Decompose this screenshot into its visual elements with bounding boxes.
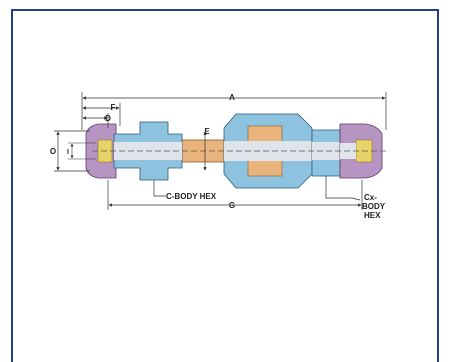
cx-body-hex-leader bbox=[325, 176, 361, 201]
dimension-e-label: E bbox=[204, 127, 210, 136]
c-body-hex-label: C-BODY HEX bbox=[166, 192, 217, 201]
cx-body-hex-label-3: HEX bbox=[364, 211, 381, 220]
dimension-a-label: A bbox=[229, 93, 235, 102]
dimension-g-label: G bbox=[229, 201, 235, 210]
c-body-hex-leader bbox=[153, 180, 166, 197]
cx-body-hex-label-2: BODY bbox=[362, 202, 386, 211]
dimension-d-label: D bbox=[105, 114, 111, 123]
dimension-i-label: I bbox=[67, 149, 69, 156]
dimension-o-label: O bbox=[50, 147, 56, 156]
dimension-f-label: F bbox=[111, 103, 116, 112]
diagram-frame bbox=[11, 9, 439, 362]
cx-body-hex-label-1: Cx- bbox=[364, 193, 377, 202]
